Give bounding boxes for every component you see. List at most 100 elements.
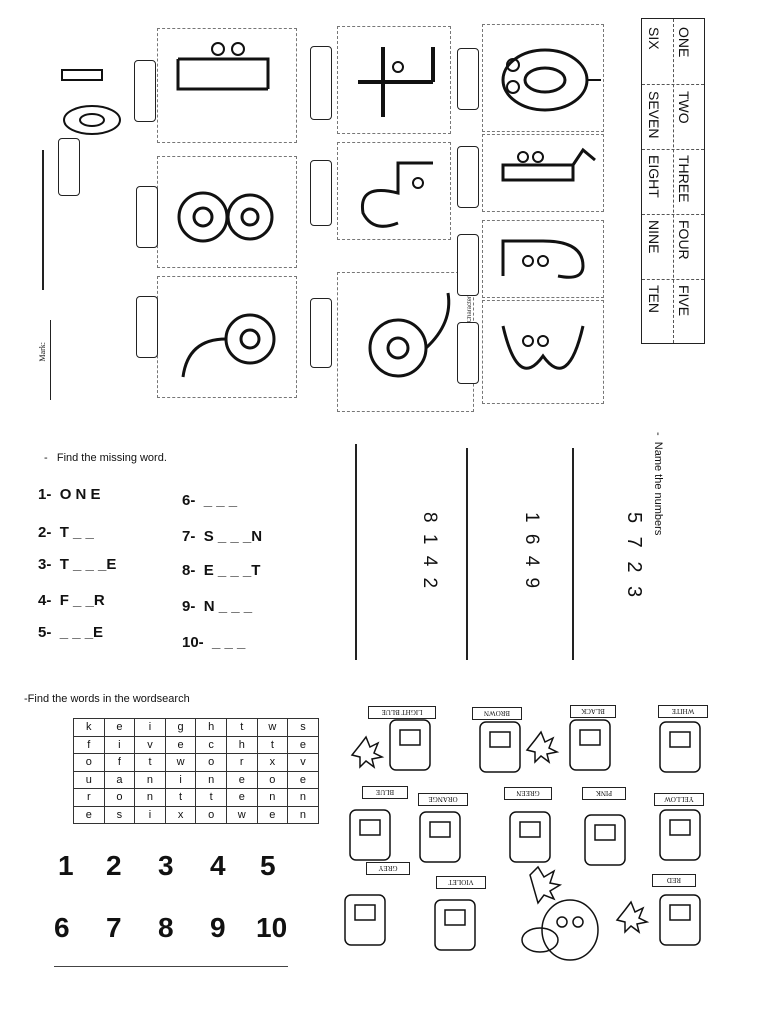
- bottom-rule: [54, 966, 288, 967]
- wordsearch-cell[interactable]: f: [103, 753, 136, 772]
- missing-item-1: 1- O N E: [38, 486, 101, 503]
- wordsearch-cell[interactable]: k: [73, 718, 105, 737]
- crayon-label-yellow: YELLOW: [654, 793, 704, 806]
- wordsearch-cell[interactable]: i: [164, 770, 197, 789]
- wordsearch-cell[interactable]: t: [256, 735, 289, 754]
- wordsearch-cell[interactable]: u: [73, 770, 105, 789]
- word-four: FOUR: [676, 220, 692, 260]
- cartoon-five-icon: [360, 161, 433, 228]
- wordsearch-cell[interactable]: r: [73, 788, 105, 807]
- wordsearch-cell[interactable]: v: [134, 735, 166, 754]
- name-numbers-instruction: - Name the numbers: [652, 432, 664, 536]
- wordsearch-cell[interactable]: n: [134, 770, 166, 789]
- missing-item-3: 3- T _ _ _E: [38, 556, 117, 573]
- wordsearch-cell[interactable]: t: [225, 718, 258, 737]
- wordsearch-cell[interactable]: i: [103, 735, 136, 754]
- word-two: TWO: [676, 91, 692, 124]
- wordsearch-cell[interactable]: h: [195, 718, 227, 737]
- crayon-label-pink: PINK: [582, 787, 626, 800]
- wordsearch-cell[interactable]: t: [164, 788, 197, 807]
- wordsearch-cell[interactable]: e: [256, 805, 289, 824]
- answer-box-10[interactable]: [58, 138, 80, 196]
- number-sequence-3: 8 1 4 2: [419, 512, 440, 592]
- wordsearch-cell[interactable]: t: [195, 788, 227, 807]
- answer-box-9[interactable]: [136, 296, 158, 358]
- wordsearch-cell[interactable]: s: [103, 805, 136, 824]
- wordsearch-cell[interactable]: o: [195, 805, 227, 824]
- wordsearch-cell[interactable]: o: [256, 770, 289, 789]
- wordsearch-cell[interactable]: n: [134, 788, 166, 807]
- missing-item-6: 6- _ _ _: [182, 492, 238, 509]
- answer-line-1: [355, 444, 357, 660]
- wordsearch-cell[interactable]: t: [134, 753, 166, 772]
- wordsearch-cell[interactable]: i: [134, 718, 166, 737]
- wordsearch-cell[interactable]: e: [164, 735, 197, 754]
- crayon-label-green: GREEN: [504, 787, 552, 800]
- crayon-label-grey: GREY: [366, 862, 410, 875]
- missing-item-2: 2- T _ _: [38, 524, 94, 541]
- digit-3: 3: [158, 850, 174, 881]
- missing-word-instruction: - Find the missing word.: [44, 452, 167, 464]
- cartoon-seven-icon: [176, 42, 270, 91]
- wordsearch-cell[interactable]: e: [287, 770, 319, 789]
- missing-item-9: 9- N _ _ _: [182, 598, 253, 615]
- answer-box-0[interactable]: [457, 48, 479, 110]
- crayon-label-white: WHITE: [658, 705, 708, 718]
- wordsearch-cell[interactable]: w: [225, 805, 258, 824]
- wordsearch-cell[interactable]: x: [164, 805, 197, 824]
- word-ten: TEN: [646, 285, 662, 313]
- answer-box-8[interactable]: [136, 186, 158, 248]
- wordsearch-cell[interactable]: e: [287, 735, 319, 754]
- wordsearch-cell[interactable]: o: [103, 788, 136, 807]
- answer-box-6[interactable]: [310, 298, 332, 368]
- digit-4: 4: [210, 850, 226, 881]
- wordsearch-cell[interactable]: r: [225, 753, 258, 772]
- wordsearch-cell[interactable]: n: [256, 788, 289, 807]
- wordsearch-cell[interactable]: x: [256, 753, 289, 772]
- wordsearch-cell[interactable]: e: [225, 788, 258, 807]
- wordsearch-cell[interactable]: i: [134, 805, 166, 824]
- wordsearch-cell[interactable]: h: [225, 735, 258, 754]
- wordsearch-cell[interactable]: w: [256, 718, 289, 737]
- answer-box-3[interactable]: [457, 322, 479, 384]
- wordsearch-cell[interactable]: e: [103, 718, 136, 737]
- answer-box-5[interactable]: [310, 160, 332, 226]
- answer-line-3: [572, 448, 574, 660]
- wordsearch-cell[interactable]: s: [287, 718, 319, 737]
- digit-8: 8: [158, 912, 174, 943]
- number-word-table: ONE TWO THREE FOUR FIVE SIX SEVEN EIGHT …: [641, 18, 705, 344]
- answer-box-7[interactable]: [134, 60, 156, 122]
- answer-box-2[interactable]: [457, 234, 479, 296]
- wordsearch-cell[interactable]: f: [73, 735, 105, 754]
- picture-frame-2: [482, 220, 604, 298]
- wordsearch-cell[interactable]: c: [195, 735, 227, 754]
- cartoon-four-icon: [358, 47, 435, 117]
- missing-item-5: 5- _ _ _E: [38, 624, 104, 641]
- word-one: ONE: [676, 27, 692, 58]
- answer-line-2: [466, 448, 468, 660]
- wordsearch-cell[interactable]: w: [164, 753, 197, 772]
- answer-box-4[interactable]: [310, 46, 332, 120]
- wordsearch-cell[interactable]: n: [287, 805, 319, 824]
- wordsearch-cell[interactable]: e: [225, 770, 258, 789]
- wordsearch-cell[interactable]: n: [195, 770, 227, 789]
- wordsearch-cell[interactable]: o: [73, 753, 105, 772]
- wordsearch-cell[interactable]: g: [164, 718, 197, 737]
- wordsearch-cell[interactable]: o: [195, 753, 227, 772]
- wordsearch-cell[interactable]: a: [103, 770, 136, 789]
- wordsearch-cell[interactable]: e: [73, 805, 105, 824]
- digit-10: 10: [256, 912, 288, 943]
- picture-frame-9: [157, 276, 297, 398]
- word-six: SIX: [646, 27, 662, 50]
- missing-item-10: 10- _ _ _: [182, 634, 246, 651]
- cartoon-two-icon: [501, 239, 585, 279]
- answer-box-1[interactable]: [457, 146, 479, 208]
- wordsearch-cell[interactable]: v: [287, 753, 319, 772]
- wordsearch-cell[interactable]: n: [287, 788, 319, 807]
- cartoon-nine-icon: [181, 313, 276, 378]
